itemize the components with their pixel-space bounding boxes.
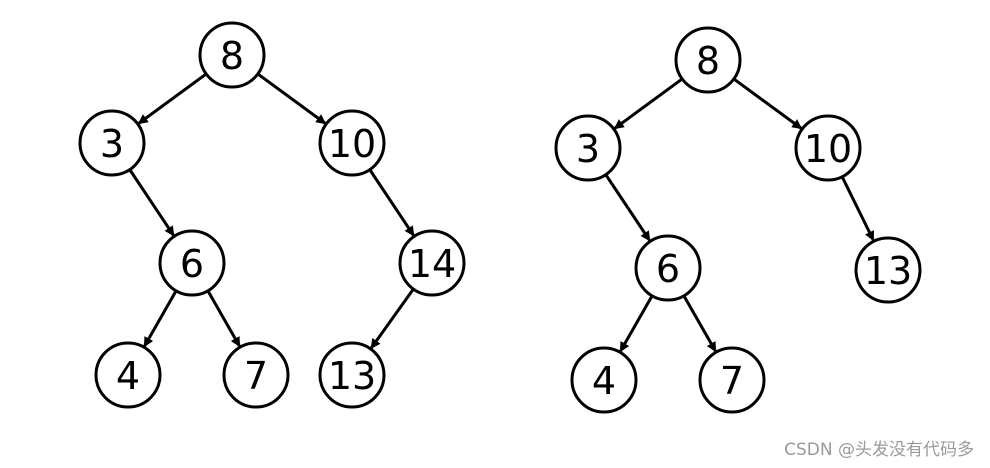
tree-node: 6 bbox=[158, 229, 226, 297]
tree-node: 10 bbox=[794, 114, 862, 182]
node-label: 4 bbox=[592, 359, 616, 403]
tree-node: 7 bbox=[222, 341, 290, 409]
node-circle bbox=[398, 229, 466, 297]
edge-n6-n7 bbox=[206, 290, 241, 348]
node-label: 13 bbox=[328, 354, 376, 398]
edge-n8-n3 bbox=[613, 77, 684, 130]
node-circle bbox=[78, 109, 146, 177]
watermark: CSDN @头发没有代码多 bbox=[784, 440, 974, 460]
edge-n6-n4 bbox=[143, 290, 178, 348]
tree-node: 3 bbox=[554, 114, 622, 182]
node-label: 6 bbox=[180, 242, 204, 286]
edge-n6-n4 bbox=[619, 295, 654, 353]
tree-node: 8 bbox=[674, 26, 742, 94]
node-circle bbox=[854, 236, 922, 304]
tree-node: 4 bbox=[94, 341, 162, 409]
edge-n8-n10 bbox=[732, 77, 803, 130]
node-label: 8 bbox=[696, 39, 720, 83]
tree-node: 13 bbox=[854, 236, 922, 304]
node-circle bbox=[698, 346, 766, 414]
node-label: 13 bbox=[864, 249, 912, 293]
edge-n8-n10 bbox=[256, 72, 327, 125]
node-label: 10 bbox=[804, 127, 852, 171]
edge-n8-n3 bbox=[137, 72, 208, 125]
node-circle bbox=[94, 341, 162, 409]
node-label: 8 bbox=[220, 34, 244, 78]
node-label: 7 bbox=[720, 359, 744, 403]
node-label: 10 bbox=[328, 122, 376, 166]
edge-n3-n6 bbox=[604, 173, 651, 242]
node-circle bbox=[634, 234, 702, 302]
tree-node: 8 bbox=[198, 21, 266, 89]
edge-n3-n6 bbox=[128, 168, 175, 237]
node-circle bbox=[318, 109, 386, 177]
node-circle bbox=[318, 341, 386, 409]
tree-before: 8 3 10 6 14 4 7 13 bbox=[78, 21, 466, 409]
edge-n10-n14 bbox=[368, 168, 415, 237]
edge-n6-n7 bbox=[682, 295, 717, 353]
node-circle bbox=[222, 341, 290, 409]
tree-node: 7 bbox=[698, 346, 766, 414]
edge-n14-n13 bbox=[369, 288, 415, 350]
edge-n10-n13 bbox=[840, 176, 875, 242]
node-circle bbox=[674, 26, 742, 94]
node-label: 7 bbox=[244, 354, 268, 398]
tree-node: 3 bbox=[78, 109, 146, 177]
node-label: 14 bbox=[408, 242, 456, 286]
tree-node: 14 bbox=[398, 229, 466, 297]
tree-node: 4 bbox=[570, 346, 638, 414]
node-circle bbox=[570, 346, 638, 414]
node-label: 6 bbox=[656, 247, 680, 291]
tree-after: 8 3 10 6 13 4 7 bbox=[554, 26, 922, 414]
node-circle bbox=[198, 21, 266, 89]
node-label: 3 bbox=[576, 127, 600, 171]
tree-node: 10 bbox=[318, 109, 386, 177]
tree-node: 6 bbox=[634, 234, 702, 302]
node-label: 4 bbox=[116, 354, 140, 398]
node-circle bbox=[794, 114, 862, 182]
node-circle bbox=[554, 114, 622, 182]
node-circle bbox=[158, 229, 226, 297]
tree-node: 13 bbox=[318, 341, 386, 409]
node-label: 3 bbox=[100, 122, 124, 166]
